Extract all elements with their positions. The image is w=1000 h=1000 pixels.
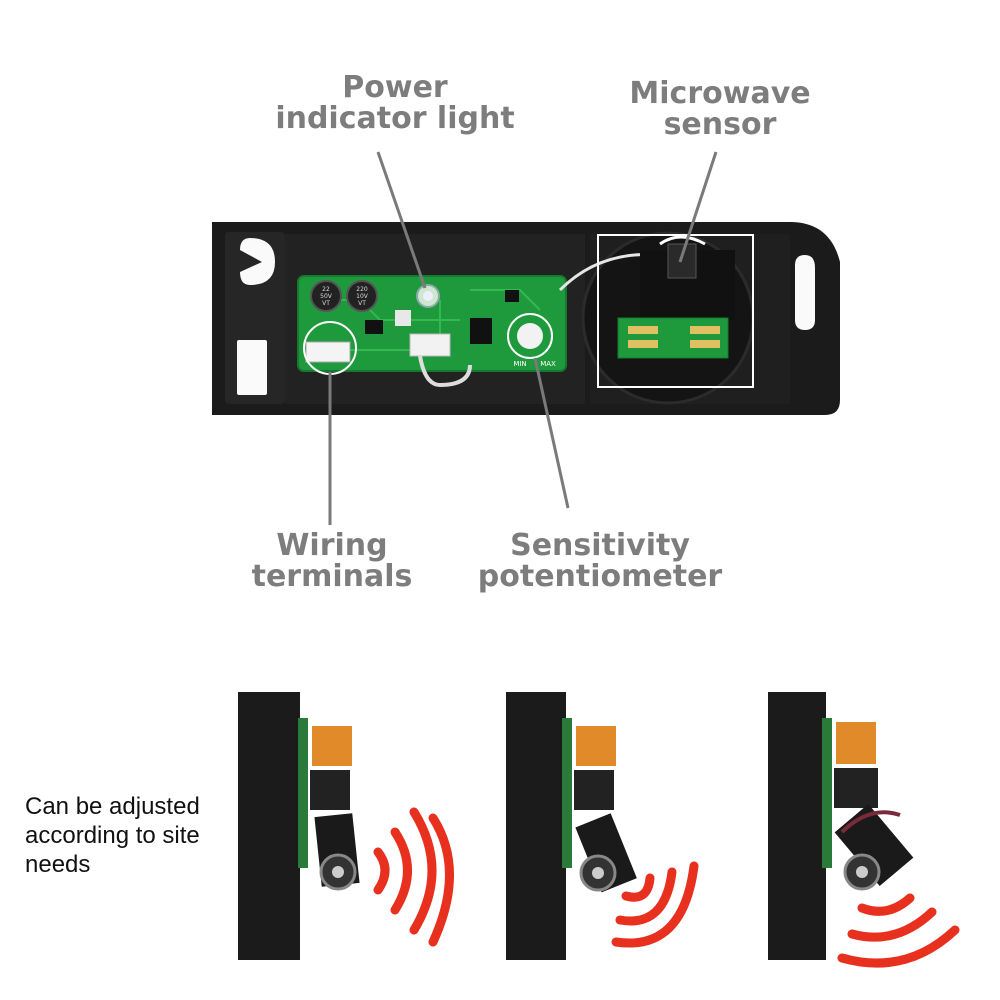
side-view-2 — [506, 692, 637, 960]
pointer-lines — [328, 151, 718, 525]
svg-text:22: 22 — [322, 286, 330, 293]
label-line: sensor — [663, 107, 777, 142]
label-line: Sensitivity — [510, 528, 690, 563]
svg-text:50V: 50V — [320, 293, 333, 300]
sensitivity-potentiometer-label: Sensitivity potentiometer — [450, 530, 750, 592]
adjustment-caption: Can be adjusted according to site needs — [25, 793, 200, 878]
wave-set-2 — [611, 861, 699, 948]
side-view-1 — [238, 692, 360, 960]
pointer-sensitivity — [533, 357, 570, 509]
pointer-power — [376, 151, 427, 289]
svg-text:MAX: MAX — [540, 360, 556, 368]
label-line: Power — [342, 70, 448, 105]
wave-set-1 — [373, 807, 454, 947]
white-connector — [409, 333, 472, 388]
label-line: terminals — [251, 559, 413, 594]
pcb-board: 22 50V VT 220 10V VT MIN — [297, 252, 661, 388]
capacitor-2: 220 10V VT — [346, 280, 378, 312]
capacitor-1: 22 50V VT — [310, 280, 342, 312]
power-indicator-label: Power indicator light — [255, 72, 535, 134]
svg-text:10V: 10V — [356, 293, 369, 300]
svg-text:VT: VT — [358, 300, 366, 307]
wave-set-3 — [837, 893, 960, 968]
label-line: indicator light — [275, 101, 515, 136]
power-led — [416, 284, 440, 308]
label-line: Microwave — [629, 76, 811, 111]
label-line: potentiometer — [477, 559, 723, 594]
wiring-terminal — [303, 321, 357, 375]
microwave-module — [597, 234, 754, 388]
side-view-3 — [768, 692, 914, 960]
microwave-sensor-label: Microwave sensor — [600, 78, 840, 140]
wiring-terminals-label: Wiring terminals — [222, 530, 442, 592]
svg-text:220: 220 — [356, 286, 368, 293]
svg-text:VT: VT — [322, 300, 330, 307]
label-line: Wiring — [276, 528, 388, 563]
potentiometer: MIN MAX — [507, 313, 556, 368]
pointer-microwave — [678, 151, 718, 263]
svg-text:MIN: MIN — [513, 360, 526, 368]
